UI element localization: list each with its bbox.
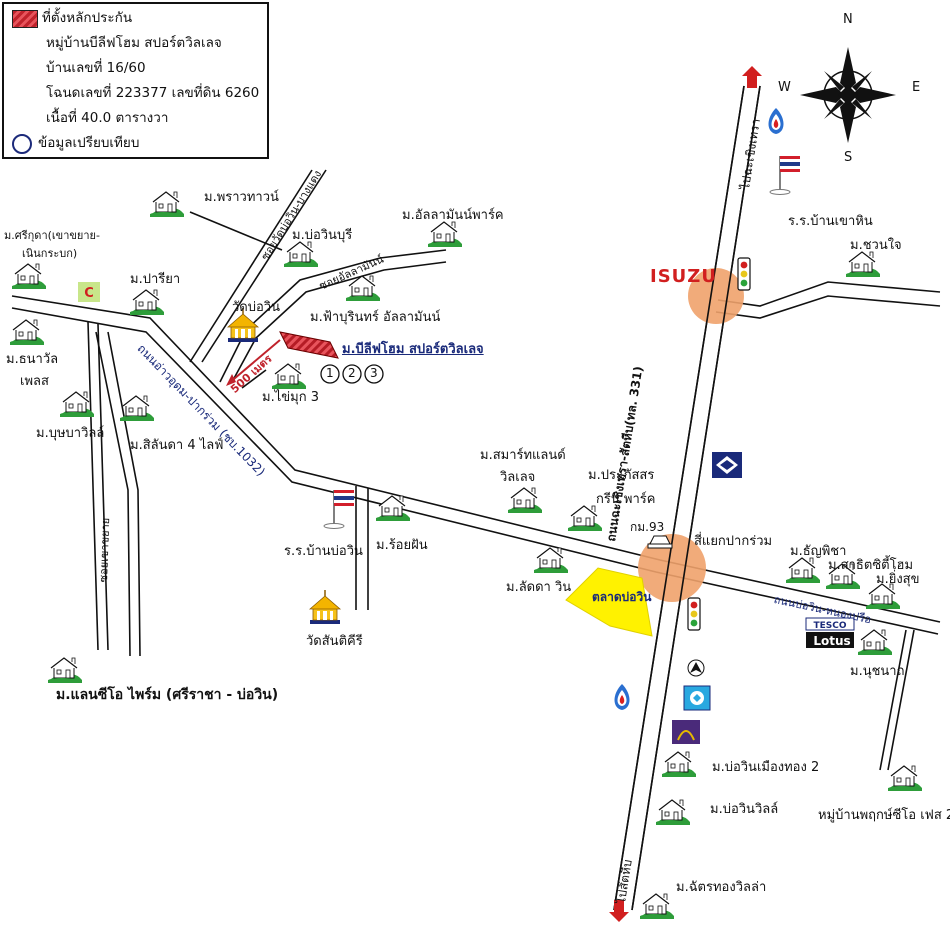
site-swatch-icon [12, 10, 38, 28]
nuchanat-road [879, 629, 915, 771]
label-khaimuk: ม.ไข่มุก 3 [262, 390, 319, 405]
label-yingsuk: ม.ยิ่งสุข [876, 572, 920, 587]
label-pruksa: หมู่บ้านพฤกษ์ซีโอ เฟส 2 [818, 808, 950, 823]
tesco-lotus-logo: TESCO Lotus [805, 617, 855, 648]
compass-s: S [844, 150, 853, 165]
label-smart-land: ม.สมาร์ทแลนด์ [480, 448, 566, 463]
legend: ที่ตั้งหลักประกัน หมู่บ้านบีลีฟโฮม สปอร์… [2, 2, 269, 159]
soi-bowin-right [201, 169, 327, 363]
label-sri-kuda2: เนินกระบก) [22, 247, 78, 260]
legend-house-no: บ้านเลขที่ 16/60 [46, 60, 146, 76]
compass-icon [800, 47, 896, 143]
arrow-north-icon [742, 66, 762, 88]
number-circles [320, 364, 384, 384]
label-km93: กม.93 [630, 520, 665, 534]
label-bowin-ville: ม.บ่อวินวิลล์ [710, 802, 779, 817]
bank-ktb-icon [687, 659, 705, 677]
legend-village: หมู่บ้านบีลีฟโฮม สปอร์ตวิลเลจ [46, 35, 222, 51]
label-sathit-city: ม.สาธิตซิตี้โฮม [828, 558, 914, 573]
label-soi-khaokhayai: ซอยเขาขยาย [96, 517, 113, 583]
bank-krungthai-icon [683, 685, 711, 711]
soi-allamanda-lower [231, 261, 447, 383]
svg-text:Lotus: Lotus [813, 634, 850, 648]
label-school-khaohin: ร.ร.บ้านเขาหิน [788, 214, 873, 229]
label-pakruam-junction: สี่แยกปากร่วม [694, 534, 773, 549]
legend-comparables: ข้อมูลเปรียบเทียบ [38, 135, 140, 151]
roi-fan-road [355, 486, 369, 610]
site-parcel [279, 331, 339, 359]
ptt-station-south-icon [614, 684, 630, 710]
label-school-bowin: ร.ร.บ้านบ่อวิน [284, 544, 363, 559]
bowin-market-area [565, 567, 653, 637]
road-1032-lower [11, 307, 939, 635]
compass-e: E [912, 80, 921, 95]
number-2: 2 [348, 366, 356, 380]
svg-text:C: C [84, 286, 94, 301]
road-east-isuzu-lower [715, 295, 941, 319]
legend-deed: โฉนดเลขที่ 223377 เลขที่ดิน 6260 [46, 85, 260, 101]
label-praw-town: ม.พราวทาวน์ [204, 190, 279, 205]
shop-icon: C [78, 282, 100, 302]
legend-site: ที่ตั้งหลักประกัน [42, 10, 133, 26]
label-smart-land2: วิลเลจ [500, 470, 536, 485]
traffic-light-isuzu-icon [737, 257, 751, 291]
compass-w: W [778, 80, 791, 95]
soi-khaokhayai-right [97, 323, 109, 651]
number-3: 3 [370, 366, 378, 380]
soi-bowin-left [189, 169, 313, 363]
house-icons [9, 191, 923, 920]
label-nuchanat: ม.นุชนาถ [850, 664, 905, 679]
ptt-station-north-icon [768, 108, 784, 134]
label-site: ม.บีลีฟโฮม สปอร์ตวิลเลจ [342, 342, 484, 357]
school-bowin-flag-icon [323, 489, 355, 530]
soi-khaimuk [241, 369, 267, 389]
legend-area: เนื้อที่ 40.0 ตารางวา [46, 110, 169, 126]
wat-santikiri-icon [309, 589, 341, 625]
label-sri-kuda: ม.ศรีกุดา(เขาขยาย- [4, 229, 100, 242]
label-landsea: ม.แลนซีโอ ไพร์ม (ศรีราชา - บ่อวิน) [56, 687, 279, 703]
label-chuanjai: ม.ชวนใจ [850, 238, 902, 253]
bank-bangkok-icon [712, 452, 742, 478]
praw-link [189, 211, 283, 251]
label-wat-santikiri: วัดสันติคีรี [306, 634, 363, 649]
compass-n: N [843, 12, 853, 27]
label-prakasit: ม.ประภัสสร [588, 468, 655, 483]
traffic-light-pakruam-icon [687, 597, 701, 631]
school-khaohin-flag-icon [769, 155, 801, 196]
number-1: 1 [326, 366, 334, 380]
soi-khaokhayai-left [87, 321, 99, 651]
comparable-circle-icon [12, 134, 32, 154]
km93-marker-icon [647, 535, 673, 549]
svg-text:TESCO: TESCO [813, 621, 846, 631]
label-bowin-buri: ม.บ่อวินบุรี [292, 228, 353, 243]
label-allamanda-park: ม.อัลลามันน์พาร์ค [402, 208, 504, 223]
label-bowin-market: ตลาดบ่อวิน [592, 590, 652, 604]
label-pariya: ม.ปารียา [130, 272, 181, 287]
label-bowin-muangthong: ม.บ่อวินเมืองทอง 2 [712, 760, 820, 775]
label-fa-burin: ม.ฟ้าบุรินทร์ อัลลามันน์ [310, 310, 441, 325]
isuzu-logo: ISUZU [650, 266, 717, 287]
label-prakasit2: กรีน พาร์ค [596, 492, 656, 507]
distance-arrow-icon [227, 339, 281, 385]
label-wat-bowin: วัดบ่อวิน [232, 300, 280, 315]
label-ladda-win: ม.ลัดดา วิน [506, 580, 572, 595]
label-thanawan2: เพลส [20, 374, 49, 389]
road-1032-upper [11, 295, 941, 623]
label-silanda: ม.สิลันดา 4 ไลฟ์ [130, 438, 224, 453]
label-thanawan: ม.ธนาวัล [6, 352, 59, 367]
label-bussaba: ม.บุษบาวิลล์ [36, 426, 105, 441]
soi-allamanda-upper [219, 249, 447, 383]
arrow-south-icon [609, 900, 629, 922]
west-road-right [107, 331, 141, 657]
west-road-left [95, 331, 131, 657]
label-roi-fan: ม.ร้อยฝัน [376, 538, 428, 553]
bank-scb-icon [672, 720, 700, 744]
junction-pakruam [638, 534, 706, 602]
label-chatthong: ม.ฉัตรทองวิลล่า [676, 880, 767, 895]
label-thanpicha: ม.ธัญพิชา [790, 544, 847, 559]
